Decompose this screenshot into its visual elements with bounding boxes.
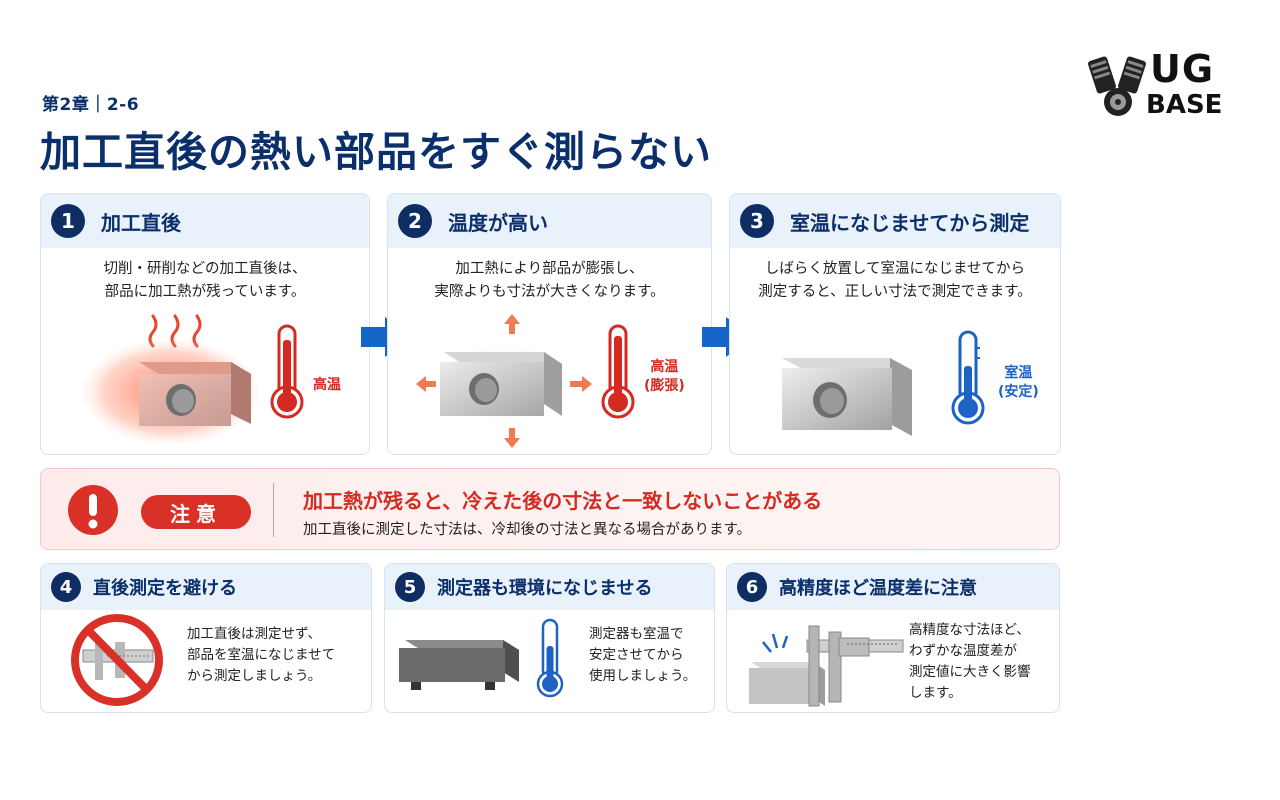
- expansion-arrows-icon: [416, 314, 592, 448]
- tip-description-line: 使用しましょう。: [589, 668, 697, 684]
- cool-thermometer-icon: [951, 330, 985, 425]
- cool-thermometer-icon: [536, 618, 564, 698]
- step-description-line: しばらく放置して室温になじませてから: [764, 261, 1026, 277]
- step-description-line: 切削・研削などの加工直後は、: [103, 261, 307, 277]
- tip-description-line: わずかな温度差が: [909, 643, 1017, 659]
- tip-description-line: 高精度な寸法ほど、: [909, 622, 1030, 638]
- tip-description-line: 安定させてから: [589, 647, 684, 663]
- tip-card-4: 4 直後測定を避ける 加工直後は測定せず、 部品を室温になじませて から測定しま…: [40, 563, 372, 713]
- surface-plate-icon: [399, 640, 519, 690]
- ug-base-logo: UG BASE: [1088, 48, 1244, 122]
- caliper-measuring-icon: [749, 625, 904, 707]
- tip-card-5: 5 測定器も環境になじませる 測定器も室温で 安定させてから 使用しましょう。: [384, 563, 715, 713]
- step-card-header: 1 加工直後: [41, 194, 369, 248]
- step-description-line: 加工熱により部品が膨張し、: [455, 261, 644, 277]
- logo-ug-text: UG: [1150, 47, 1215, 91]
- step-description: 切削・研削などの加工直後は、 部品に加工熱が残っています。: [41, 258, 369, 304]
- tip-card-header: 5 測定器も環境になじませる: [385, 564, 714, 610]
- tip-card-header: 4 直後測定を避ける: [41, 564, 371, 610]
- step-description: しばらく放置して室温になじませてから 測定すると、正しい寸法で測定できます。: [730, 258, 1060, 304]
- step-number: 1: [51, 204, 85, 238]
- tip-title: 高精度ほど温度差に注意: [779, 578, 977, 599]
- exclamation-icon: [68, 485, 118, 535]
- chapter-label: 第2章｜2-6: [42, 95, 140, 115]
- step-description: 加工熱により部品が膨張し、 実際よりも寸法が大きくなります。: [388, 258, 711, 304]
- tip-card-header: 6 高精度ほど温度差に注意: [727, 564, 1059, 610]
- step-description-line: 部品に加工熱が残っています。: [104, 284, 306, 300]
- step-card-3: 3 室温になじませてから測定 しばらく放置して室温になじませてから 測定すると、…: [729, 193, 1061, 455]
- tip-card-6: 6 高精度ほど温度差に注意 高精度な寸法ほど、 わずかな温度差が 測定値に大きく…: [726, 563, 1060, 713]
- step-card-1: 1 加工直後 切削・研削などの加工直後は、 部品に加工熱が残っています。: [40, 193, 370, 455]
- step-card-2: 2 温度が高い 加工熱により部品が膨張し、 実際よりも寸法が大きくなります。: [387, 193, 712, 455]
- tip-description: 高精度な寸法ほど、 わずかな温度差が 測定値に大きく影響 します。: [909, 620, 1031, 704]
- step-title: 温度が高い: [448, 210, 548, 235]
- thermometer-label-line: 高温: [313, 377, 341, 393]
- tip-number: 5: [395, 572, 425, 602]
- tip-title: 直後測定を避ける: [93, 578, 237, 599]
- caution-divider: [273, 483, 274, 537]
- step-title: 室温になじませてから測定: [790, 210, 1030, 235]
- thermometer-label-line: (膨張): [644, 378, 685, 394]
- no-caliper-icon: [71, 614, 163, 706]
- step-number: 2: [398, 204, 432, 238]
- tip-description-line: から測定しましょう。: [187, 668, 322, 684]
- hot-thermometer-icon: [601, 324, 635, 419]
- step-card-header: 3 室温になじませてから測定: [730, 194, 1060, 248]
- hot-thermometer-icon: [270, 324, 304, 419]
- flow-arrow-icon: [361, 317, 411, 357]
- step-description-line: 実際よりも寸法が大きくなります。: [434, 284, 665, 300]
- logo-base-text: BASE: [1146, 90, 1223, 120]
- tip-description-line: 測定値に大きく影響: [909, 664, 1031, 680]
- step-title: 加工直後: [101, 210, 181, 235]
- tip-number: 6: [737, 572, 767, 602]
- tip-title: 測定器も環境になじませる: [437, 578, 653, 599]
- thermometer-label-line: 高温: [650, 359, 679, 375]
- tip-description-line: します。: [909, 685, 962, 701]
- step-card-header: 2 温度が高い: [388, 194, 711, 248]
- caution-headline: 加工熱が残ると、冷えた後の寸法と一致しないことがある: [303, 489, 823, 513]
- thermometer-label-line: 室温: [1004, 365, 1033, 381]
- tip-description-line: 部品を室温になじませて: [187, 647, 336, 663]
- flow-arrow-icon: [702, 317, 752, 357]
- thermometer-label-line: (安定): [998, 384, 1039, 400]
- caution-subtext: 加工直後に測定した寸法は、冷却後の寸法と異なる場合があります。: [303, 522, 752, 538]
- thermometer-label: 室温 (安定): [998, 364, 1039, 402]
- page-title: 加工直後の熱い部品をすぐ測らない: [40, 128, 712, 176]
- tip-description-line: 加工直後は測定せず、: [187, 626, 322, 642]
- tip-description: 測定器も室温で 安定させてから 使用しましょう。: [589, 624, 696, 687]
- thermometer-label: 高温 (膨張): [644, 358, 685, 396]
- hot-metal-block-icon: [83, 340, 259, 444]
- tip-description-line: 測定器も室温で: [589, 626, 684, 642]
- thermometer-label: 高温: [313, 376, 341, 395]
- tip-description: 加工直後は測定せず、 部品を室温になじませて から測定しましょう。: [187, 624, 335, 687]
- step-description-line: 測定すると、正しい寸法で測定できます。: [758, 284, 1032, 300]
- step-number: 3: [740, 204, 774, 238]
- caution-badge: 注意: [141, 495, 251, 529]
- caution-banner: 注意 加工熱が残ると、冷えた後の寸法と一致しないことがある 加工直後に測定した寸…: [40, 468, 1060, 550]
- tip-number: 4: [51, 572, 81, 602]
- engine-icon: [1088, 56, 1146, 116]
- metal-block-icon: [782, 358, 912, 436]
